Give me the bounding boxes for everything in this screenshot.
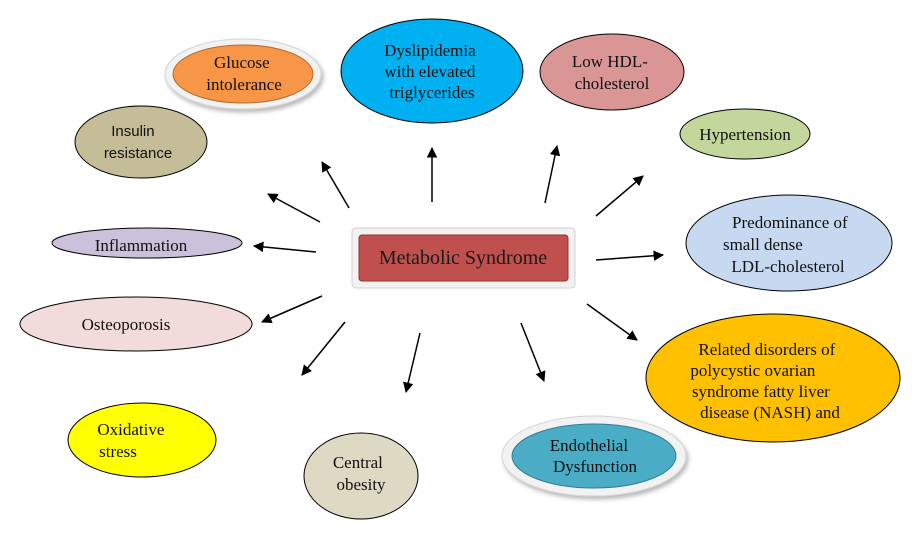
node-glucose-intolerance-ellipse xyxy=(172,44,314,104)
node-osteoporosis: Osteoporosis xyxy=(19,296,253,352)
node-related-disorders-ellipse xyxy=(645,313,901,443)
arrow-to-predominance-ldl xyxy=(595,250,665,261)
arrow-to-endothelial-dysfunction xyxy=(520,322,546,382)
node-inflammation: Inflammation xyxy=(51,227,243,259)
arrow-to-hypertension xyxy=(595,175,644,217)
node-predominance-ldl-line: LDL-cholesterol xyxy=(731,257,845,276)
node-insulin-resistance-ellipse xyxy=(74,105,208,179)
node-hypertension-ellipse xyxy=(679,108,811,160)
node-hypertension: Hypertension xyxy=(679,108,811,160)
center-node-metabolic-syndrome: Metabolic Syndrome xyxy=(351,227,576,289)
node-inflammation-label: Inflammation xyxy=(95,236,188,255)
node-endothelial-dysfunction-ellipse xyxy=(511,423,677,489)
node-endothelial-dysfunction-line: Dysfunction xyxy=(553,457,638,476)
node-predominance-ldl-line: Predominance of xyxy=(732,213,848,232)
node-central-obesity: Central obesity xyxy=(303,432,419,520)
arrow-group xyxy=(252,144,665,394)
center-node-label: Metabolic Syndrome xyxy=(379,247,547,269)
node-dyslipidemia-label: Dyslipidemia with elevated triglycerides xyxy=(384,41,480,102)
node-related-disorders-label: Related disorders of polycystic ovarian … xyxy=(690,340,840,422)
node-glucose-intolerance-line: intolerance xyxy=(206,75,282,94)
center-node-fill xyxy=(358,234,569,282)
node-dyslipidemia-line: Dyslipidemia xyxy=(384,41,476,60)
node-related-disorders-line: Related disorders of xyxy=(698,340,835,359)
node-glucose-intolerance-line: Glucose xyxy=(214,53,270,72)
node-related-disorders-line: polycystic ovarian xyxy=(690,361,816,380)
node-predominance-ldl-label: Predominance of small dense LDL-choleste… xyxy=(723,213,852,276)
node-related-disorders-line: syndrome fatty liver xyxy=(692,382,830,401)
arrow-to-related-disorders xyxy=(586,303,638,341)
node-insulin-resistance: Insulin resistance xyxy=(74,105,208,179)
node-predominance-ldl: Predominance of small dense LDL-choleste… xyxy=(685,194,893,292)
node-inflammation-line: Inflammation xyxy=(95,236,188,255)
node-osteoporosis-line: Osteoporosis xyxy=(82,315,171,334)
node-central-obesity-line: Central xyxy=(333,453,383,472)
node-predominance-ldl-ellipse xyxy=(685,194,893,292)
arrow-to-insulin-resistance xyxy=(267,193,321,223)
node-insulin-resistance-line: resistance xyxy=(104,145,172,162)
arrow-to-oxidative-stress xyxy=(301,321,346,376)
node-insulin-resistance-line: Insulin xyxy=(111,123,154,140)
node-low-hdl-line: cholesterol xyxy=(575,74,650,93)
arrow-to-osteoporosis xyxy=(261,295,323,324)
node-oxidative-stress-line: stress xyxy=(99,442,137,461)
arrow-to-central-obesity xyxy=(403,332,421,394)
node-dyslipidemia-line: triglycerides xyxy=(390,83,475,102)
arrow-to-glucose-intolerance xyxy=(321,161,350,209)
node-low-hdl-label: Low HDL- cholesterol xyxy=(572,52,652,93)
node-oxidative-stress-label: Oxidative stress xyxy=(97,420,168,461)
node-endothelial-dysfunction: Endothelial Dysfunction xyxy=(501,415,687,497)
node-oxidative-stress-ellipse xyxy=(67,402,217,478)
node-hypertension-line: Hypertension xyxy=(699,125,791,144)
node-osteoporosis-label: Osteoporosis xyxy=(82,315,171,334)
node-endothelial-dysfunction-line: Endothelial xyxy=(550,436,629,455)
node-glucose-intolerance: Glucose intolerance xyxy=(164,38,322,110)
node-related-disorders: Related disorders of polycystic ovarian … xyxy=(645,313,901,443)
node-related-disorders-line: disease (NASH) and xyxy=(700,403,840,422)
arrow-to-inflammation xyxy=(252,241,317,253)
node-osteoporosis-ellipse xyxy=(19,296,253,352)
node-dyslipidemia-ellipse xyxy=(340,18,524,124)
node-hypertension-label: Hypertension xyxy=(699,125,791,144)
node-low-hdl-ellipse xyxy=(539,33,685,111)
node-dyslipidemia: Dyslipidemia with elevated triglycerides xyxy=(340,18,524,124)
node-low-hdl: Low HDL- cholesterol xyxy=(539,33,685,111)
center-node-label-line: Metabolic Syndrome xyxy=(379,247,547,269)
node-insulin-resistance-label: Insulin resistance xyxy=(104,123,172,162)
node-endothelial-dysfunction-label: Endothelial Dysfunction xyxy=(550,436,638,476)
node-central-obesity-label: Central obesity xyxy=(333,453,387,494)
node-glucose-intolerance-label: Glucose intolerance xyxy=(206,53,282,94)
node-oxidative-stress: Oxidative stress xyxy=(67,402,217,478)
node-central-obesity-ellipse xyxy=(303,432,419,520)
node-predominance-ldl-line: small dense xyxy=(723,235,803,254)
node-inflammation-ellipse xyxy=(51,227,243,259)
node-oxidative-stress-line: Oxidative xyxy=(97,420,164,439)
node-central-obesity-line: obesity xyxy=(336,475,386,494)
node-dyslipidemia-line: with elevated xyxy=(384,62,476,81)
arrow-to-low-hdl xyxy=(544,144,561,204)
node-low-hdl-line: Low HDL- xyxy=(572,52,648,71)
